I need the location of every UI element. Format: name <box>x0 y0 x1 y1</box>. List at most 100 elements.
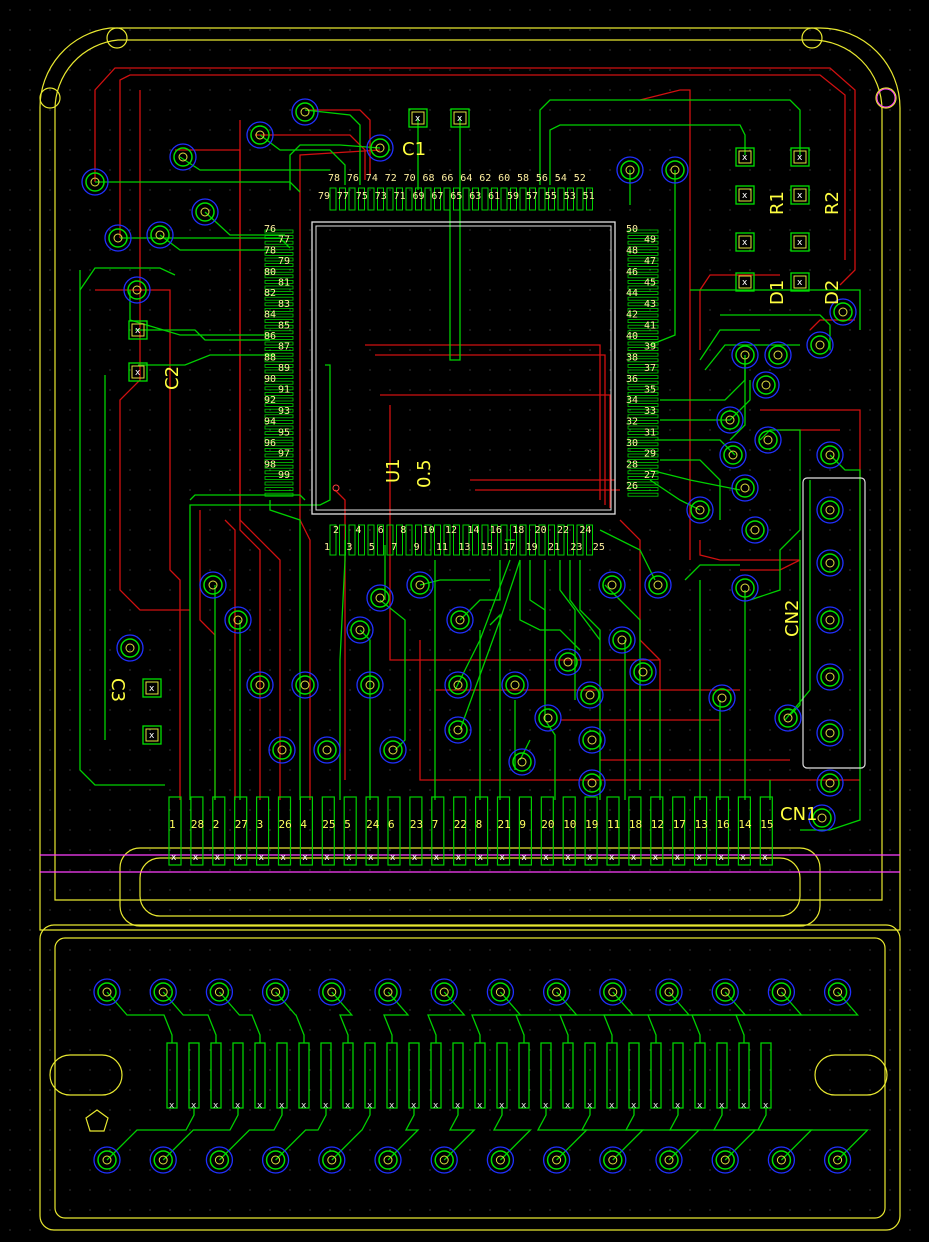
via <box>554 648 582 676</box>
svg-text:x: x <box>697 1101 703 1111</box>
u1-pin-number: 99 <box>278 470 290 481</box>
cn1-pad <box>409 796 423 866</box>
u1-pin-number: 52 <box>574 173 586 184</box>
svg-text:x: x <box>324 853 330 863</box>
u1-pin-number: 33 <box>644 406 656 417</box>
via <box>318 1146 346 1174</box>
u1-pin-number: 41 <box>644 320 656 331</box>
cn1-pin-number: 22 <box>454 818 467 831</box>
u1-footprint[interactable] <box>311 221 616 515</box>
designator-d2: D2 <box>822 280 843 305</box>
u1-pin-number: 87 <box>278 342 290 353</box>
svg-text:x: x <box>135 326 141 336</box>
u1-pin-number: 74 <box>366 173 378 184</box>
via <box>655 978 683 1006</box>
svg-text:x: x <box>740 853 746 863</box>
u1-pin-number: 79 <box>318 191 330 202</box>
via <box>616 156 644 184</box>
cn1-pin-number: 26 <box>279 818 292 831</box>
svg-text:x: x <box>433 1101 439 1111</box>
via <box>816 663 844 691</box>
cn1-connector[interactable]: 1x28x2x27x3x26x4x25x5x24x6x23x7x22x8x21x… <box>168 796 774 866</box>
u1-pin-number: 90 <box>264 374 276 385</box>
u1-pin-number: 96 <box>264 438 276 449</box>
u1-pin-number: 95 <box>278 427 290 438</box>
u1-pin-number: 66 <box>441 173 453 184</box>
u1-pin-number: 24 <box>579 525 591 536</box>
via <box>599 978 627 1006</box>
via <box>774 704 802 732</box>
u1-pin-number: 20 <box>535 525 547 536</box>
svg-text:x: x <box>762 853 768 863</box>
cn1-pin-number: 2 <box>213 818 220 831</box>
via <box>149 978 177 1006</box>
cn1-pad <box>518 796 533 866</box>
u1-pin-number: 10 <box>423 525 435 536</box>
designator-cn1: CN1 <box>780 804 818 825</box>
via <box>346 616 374 644</box>
u1-pin-number: 9 <box>414 542 420 553</box>
cn1-pad <box>628 796 642 866</box>
u1-pin-number: 21 <box>548 542 560 553</box>
u1-pin-number: 34 <box>626 395 638 406</box>
svg-text:x: x <box>742 278 748 288</box>
via <box>205 1146 234 1174</box>
via <box>816 769 844 797</box>
via <box>767 1146 796 1174</box>
via <box>754 426 782 454</box>
via <box>608 626 636 654</box>
svg-text:x: x <box>741 1101 747 1111</box>
svg-text:x: x <box>543 853 549 863</box>
u1-pin-number: 72 <box>385 173 397 184</box>
u1-pin-number: 80 <box>264 267 276 278</box>
u1-pin-number: 16 <box>490 525 502 536</box>
via <box>578 769 606 797</box>
via <box>366 134 394 162</box>
u1-pin-number: 53 <box>564 191 576 202</box>
u1-pin-number: 58 <box>517 173 529 184</box>
via <box>366 584 394 612</box>
u1-pin-number: 93 <box>278 406 290 417</box>
svg-text:x: x <box>323 1101 329 1111</box>
smd-pad: x <box>142 678 162 698</box>
designator-c2: C2 <box>162 366 183 390</box>
svg-text:x: x <box>368 853 374 863</box>
cn1-pin-number: 10 <box>563 818 576 831</box>
u1-pin-number: 46 <box>626 267 638 278</box>
cn1-pin-number: 17 <box>673 818 686 831</box>
u1-pin-number: 78 <box>328 173 340 184</box>
svg-text:x: x <box>609 853 615 863</box>
via <box>816 606 844 634</box>
u1-pin-number: 7 <box>391 542 397 553</box>
via <box>444 716 472 744</box>
cn1-pin-number: 15 <box>760 818 773 831</box>
cn1-pad <box>256 796 270 866</box>
via <box>816 496 844 524</box>
svg-text:x: x <box>653 853 659 863</box>
smd-pad: x <box>790 232 810 252</box>
smd-pad: x <box>142 725 162 745</box>
via <box>576 681 604 709</box>
via <box>205 978 234 1006</box>
svg-text:x: x <box>390 853 396 863</box>
svg-text:x: x <box>346 853 352 863</box>
cn1-pin-number: 6 <box>388 818 395 831</box>
cn1-pad <box>168 796 182 866</box>
vias <box>81 98 857 1174</box>
cn1-pad <box>234 796 248 866</box>
smd-pad: x <box>735 272 755 292</box>
via <box>261 1146 290 1174</box>
via <box>191 198 219 226</box>
svg-text:x: x <box>367 1101 373 1111</box>
cn1-pad <box>299 796 313 866</box>
via <box>598 571 626 599</box>
u1-pitch-label: 0.5 <box>414 459 435 488</box>
via <box>486 1146 515 1174</box>
svg-text:x: x <box>235 1101 241 1111</box>
smd-pad: x <box>128 320 148 340</box>
smd-pad: x <box>790 185 810 205</box>
u1-pin-number: 45 <box>644 278 656 289</box>
